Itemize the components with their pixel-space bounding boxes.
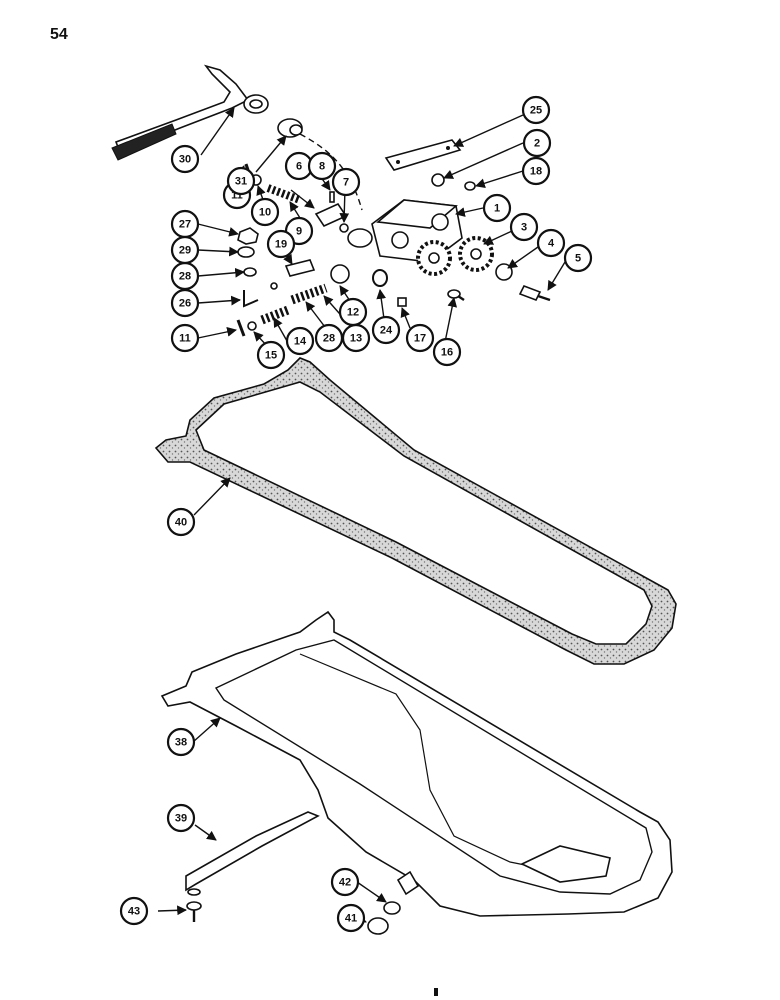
callout-12: 12 bbox=[338, 297, 368, 327]
callout-label: 38 bbox=[175, 737, 187, 749]
gears-part bbox=[416, 236, 494, 276]
callout-30: 30 bbox=[170, 144, 200, 174]
callout-label: 27 bbox=[179, 219, 191, 231]
callout-14: 14 bbox=[285, 326, 315, 356]
callout-19: 19 bbox=[266, 229, 296, 259]
plug-part bbox=[397, 297, 407, 307]
callout-3: 3 bbox=[509, 212, 539, 242]
callout-label: 28 bbox=[179, 271, 191, 283]
callout-43: 43 bbox=[119, 896, 149, 926]
screw-part bbox=[186, 888, 202, 922]
callout-27: 27 bbox=[170, 209, 200, 239]
callout-17: 17 bbox=[405, 323, 435, 353]
callout-42: 42 bbox=[330, 867, 360, 897]
callout-7: 7 bbox=[331, 167, 361, 197]
callout-26: 26 bbox=[170, 288, 200, 318]
callout-24: 24 bbox=[371, 315, 401, 345]
callout-label: 3 bbox=[521, 222, 527, 234]
callout-label: 12 bbox=[347, 307, 359, 319]
callout-28: 28 bbox=[314, 323, 344, 353]
bolt-part bbox=[518, 284, 551, 302]
bolt-part bbox=[447, 289, 465, 301]
bushing-part bbox=[431, 173, 445, 187]
sleeve-part bbox=[330, 264, 350, 284]
callout-label: 39 bbox=[175, 813, 187, 825]
washer-part bbox=[247, 321, 257, 331]
callout-16: 16 bbox=[432, 337, 462, 367]
callout-label: 28 bbox=[323, 333, 335, 345]
page-number: 54 bbox=[50, 26, 68, 43]
oil-pan-part bbox=[160, 610, 673, 917]
callout-label: 5 bbox=[575, 253, 581, 265]
callout-1: 1 bbox=[482, 193, 512, 223]
ball-part bbox=[270, 282, 278, 290]
plate-part bbox=[384, 139, 462, 171]
callout-31: 31 bbox=[226, 166, 256, 196]
callout-label: 13 bbox=[350, 333, 362, 345]
pin-part bbox=[236, 319, 246, 337]
callout-label: 7 bbox=[343, 177, 349, 189]
callout-label: 40 bbox=[175, 517, 187, 529]
callout-label: 15 bbox=[265, 350, 277, 362]
callout-label: 4 bbox=[548, 238, 555, 250]
callout-label: 26 bbox=[179, 298, 191, 310]
callout-4: 4 bbox=[536, 228, 566, 258]
drain-plug-part bbox=[367, 917, 389, 935]
callout-label: 16 bbox=[441, 347, 453, 359]
callout-label: 11 bbox=[179, 333, 191, 345]
callout-label: 19 bbox=[275, 239, 287, 251]
callout-label: 2 bbox=[534, 138, 540, 150]
washer-part bbox=[243, 267, 257, 277]
callout-label: 29 bbox=[179, 245, 191, 257]
callout-15: 15 bbox=[256, 340, 286, 370]
callout-label: 9 bbox=[296, 226, 302, 238]
callout-8: 8 bbox=[307, 151, 337, 181]
fitting-part bbox=[277, 118, 303, 138]
callout-label: 25 bbox=[530, 105, 542, 117]
callout-label: 43 bbox=[128, 906, 140, 918]
callout-label: 17 bbox=[414, 333, 426, 345]
callout-25: 25 bbox=[521, 95, 551, 125]
callout-2: 2 bbox=[522, 128, 552, 158]
callout-label: 14 bbox=[294, 336, 307, 348]
callout-40: 40 bbox=[166, 507, 196, 537]
page-mark bbox=[434, 988, 438, 996]
callout-label: 18 bbox=[530, 166, 542, 178]
callout-38: 38 bbox=[166, 727, 196, 757]
callout-5: 5 bbox=[563, 243, 593, 273]
fitting-part bbox=[284, 259, 316, 277]
callout-label: 10 bbox=[259, 207, 271, 219]
callout-label: 30 bbox=[179, 154, 191, 166]
callout-39: 39 bbox=[166, 803, 196, 833]
callout-41: 41 bbox=[336, 903, 366, 933]
callout-label: 41 bbox=[345, 913, 357, 925]
plug-part bbox=[464, 181, 476, 191]
callout-label: 42 bbox=[339, 877, 351, 889]
spring-part bbox=[290, 283, 328, 305]
nut-part bbox=[237, 246, 255, 258]
cotter-pin-part bbox=[243, 290, 259, 308]
washer-part bbox=[383, 901, 401, 915]
callout-18: 18 bbox=[521, 156, 551, 186]
callout-label: 31 bbox=[235, 176, 247, 188]
callout-10: 10 bbox=[250, 197, 280, 227]
callout-11: 11 bbox=[170, 323, 200, 353]
callout-28: 28 bbox=[170, 261, 200, 291]
o-ring-part bbox=[372, 269, 388, 287]
reinforcement-strip-part bbox=[185, 811, 320, 892]
callout-label: 24 bbox=[380, 325, 393, 337]
callout-13: 13 bbox=[341, 323, 371, 353]
nut-part bbox=[237, 227, 259, 245]
callout-label: 6 bbox=[296, 161, 302, 173]
callout-label: 1 bbox=[494, 203, 500, 215]
callout-label: 11 bbox=[231, 190, 243, 202]
callout-29: 29 bbox=[170, 235, 200, 265]
oil-pan-gasket-part bbox=[154, 357, 677, 665]
callout-label: 8 bbox=[319, 161, 325, 173]
